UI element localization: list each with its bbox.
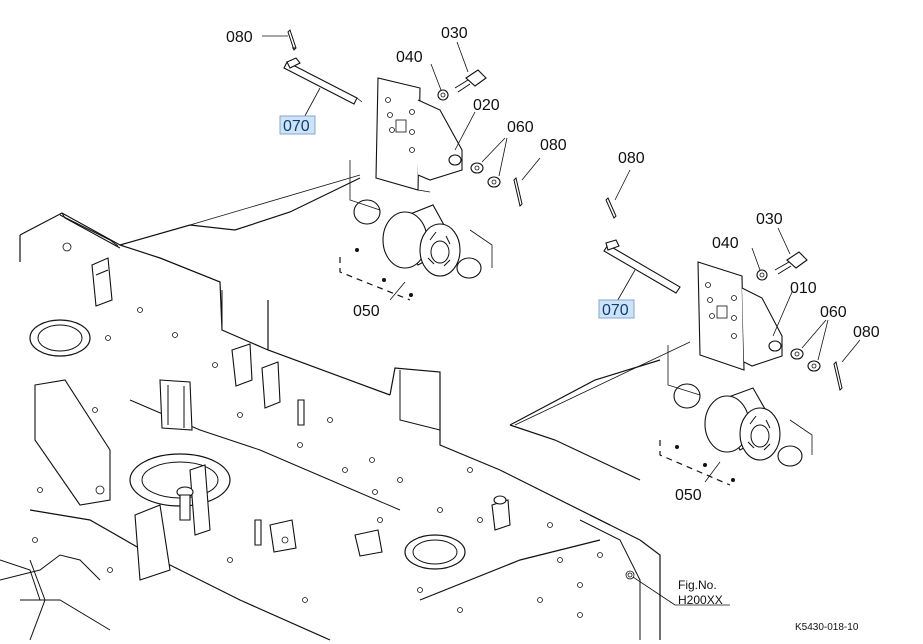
callout-070-left[interactable]: 070 — [283, 118, 310, 135]
callout-040-left[interactable]: 040 — [396, 49, 423, 66]
callout-020[interactable]: 020 — [473, 97, 500, 114]
assembly-left — [189, 29, 541, 301]
callout-070-right[interactable]: 070 — [602, 302, 629, 319]
callout-060-right[interactable]: 060 — [820, 304, 847, 321]
fig-ref-line2[interactable]: H200XX — [678, 593, 723, 607]
deck-holes — [32, 242, 635, 618]
drawing-id: K5430-018-10 — [795, 622, 859, 633]
callout-080-right-top[interactable]: 080 — [618, 150, 645, 167]
callout-070-right-highlight — [598, 299, 635, 319]
fig-ref-leader — [632, 576, 730, 606]
deck-openings — [29, 319, 466, 570]
callout-060-left[interactable]: 060 — [507, 119, 534, 136]
callout-050-right[interactable]: 050 — [675, 487, 702, 504]
callout-030-left[interactable]: 030 — [441, 25, 468, 42]
callout-010[interactable]: 010 — [790, 280, 817, 297]
assembly-right — [514, 169, 861, 486]
callout-080-left-top[interactable]: 080 — [226, 29, 253, 46]
callout-080-left-right[interactable]: 080 — [540, 137, 567, 154]
fig-ref-line1: Fig.No. — [678, 578, 717, 592]
deck-frame — [0, 177, 661, 641]
callout-050-left[interactable]: 050 — [353, 303, 380, 320]
callout-080-right-right[interactable]: 080 — [853, 324, 880, 341]
callout-030-right[interactable]: 030 — [756, 211, 783, 228]
deck-brackets — [0, 257, 511, 641]
callout-040-right[interactable]: 040 — [712, 235, 739, 252]
callout-070-left-highlight — [279, 115, 316, 135]
